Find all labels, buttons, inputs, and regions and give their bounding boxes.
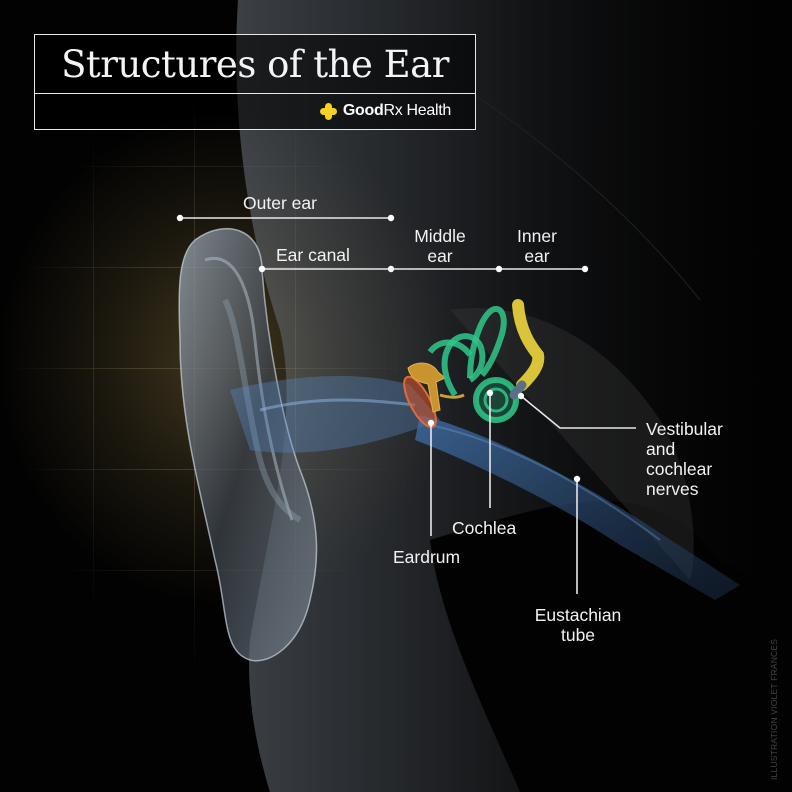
label-middle-ear: Middle ear: [414, 226, 466, 266]
ear-canal-shape: [230, 375, 440, 453]
illustration-credit: ILLUSTRATION VIOLET FRANCES: [769, 638, 779, 780]
eardrum-shape: [403, 375, 437, 429]
region-brackets: [176, 214, 589, 273]
plus-cross-icon: [319, 102, 337, 120]
label-vestibular-cochlear-nerves: Vestibular and cochlear nerves: [646, 419, 723, 499]
pinna: [178, 227, 318, 662]
title-box: Structures of the Ear GoodRx Health: [34, 34, 476, 130]
brand-name: GoodRx Health: [342, 102, 451, 119]
leader-lines: [427, 389, 636, 594]
label-inner-ear: Inner ear: [517, 226, 557, 266]
label-eardrum: Eardrum: [393, 547, 461, 567]
label-outer-ear: Outer ear: [243, 193, 317, 213]
title-row: Structures of the Ear: [35, 35, 475, 94]
label-cochlea: Cochlea: [452, 518, 517, 538]
ossicles: [407, 362, 465, 413]
label-eustachian-tube: Eustachian tube: [534, 605, 622, 645]
nerve-bundle: [509, 299, 545, 400]
page-title: Structures of the Ear: [61, 42, 449, 86]
inner-ear-labyrinth: [427, 305, 519, 423]
brand-logo: GoodRx Health: [319, 102, 451, 120]
label-ear-canal: Ear canal: [276, 245, 350, 265]
